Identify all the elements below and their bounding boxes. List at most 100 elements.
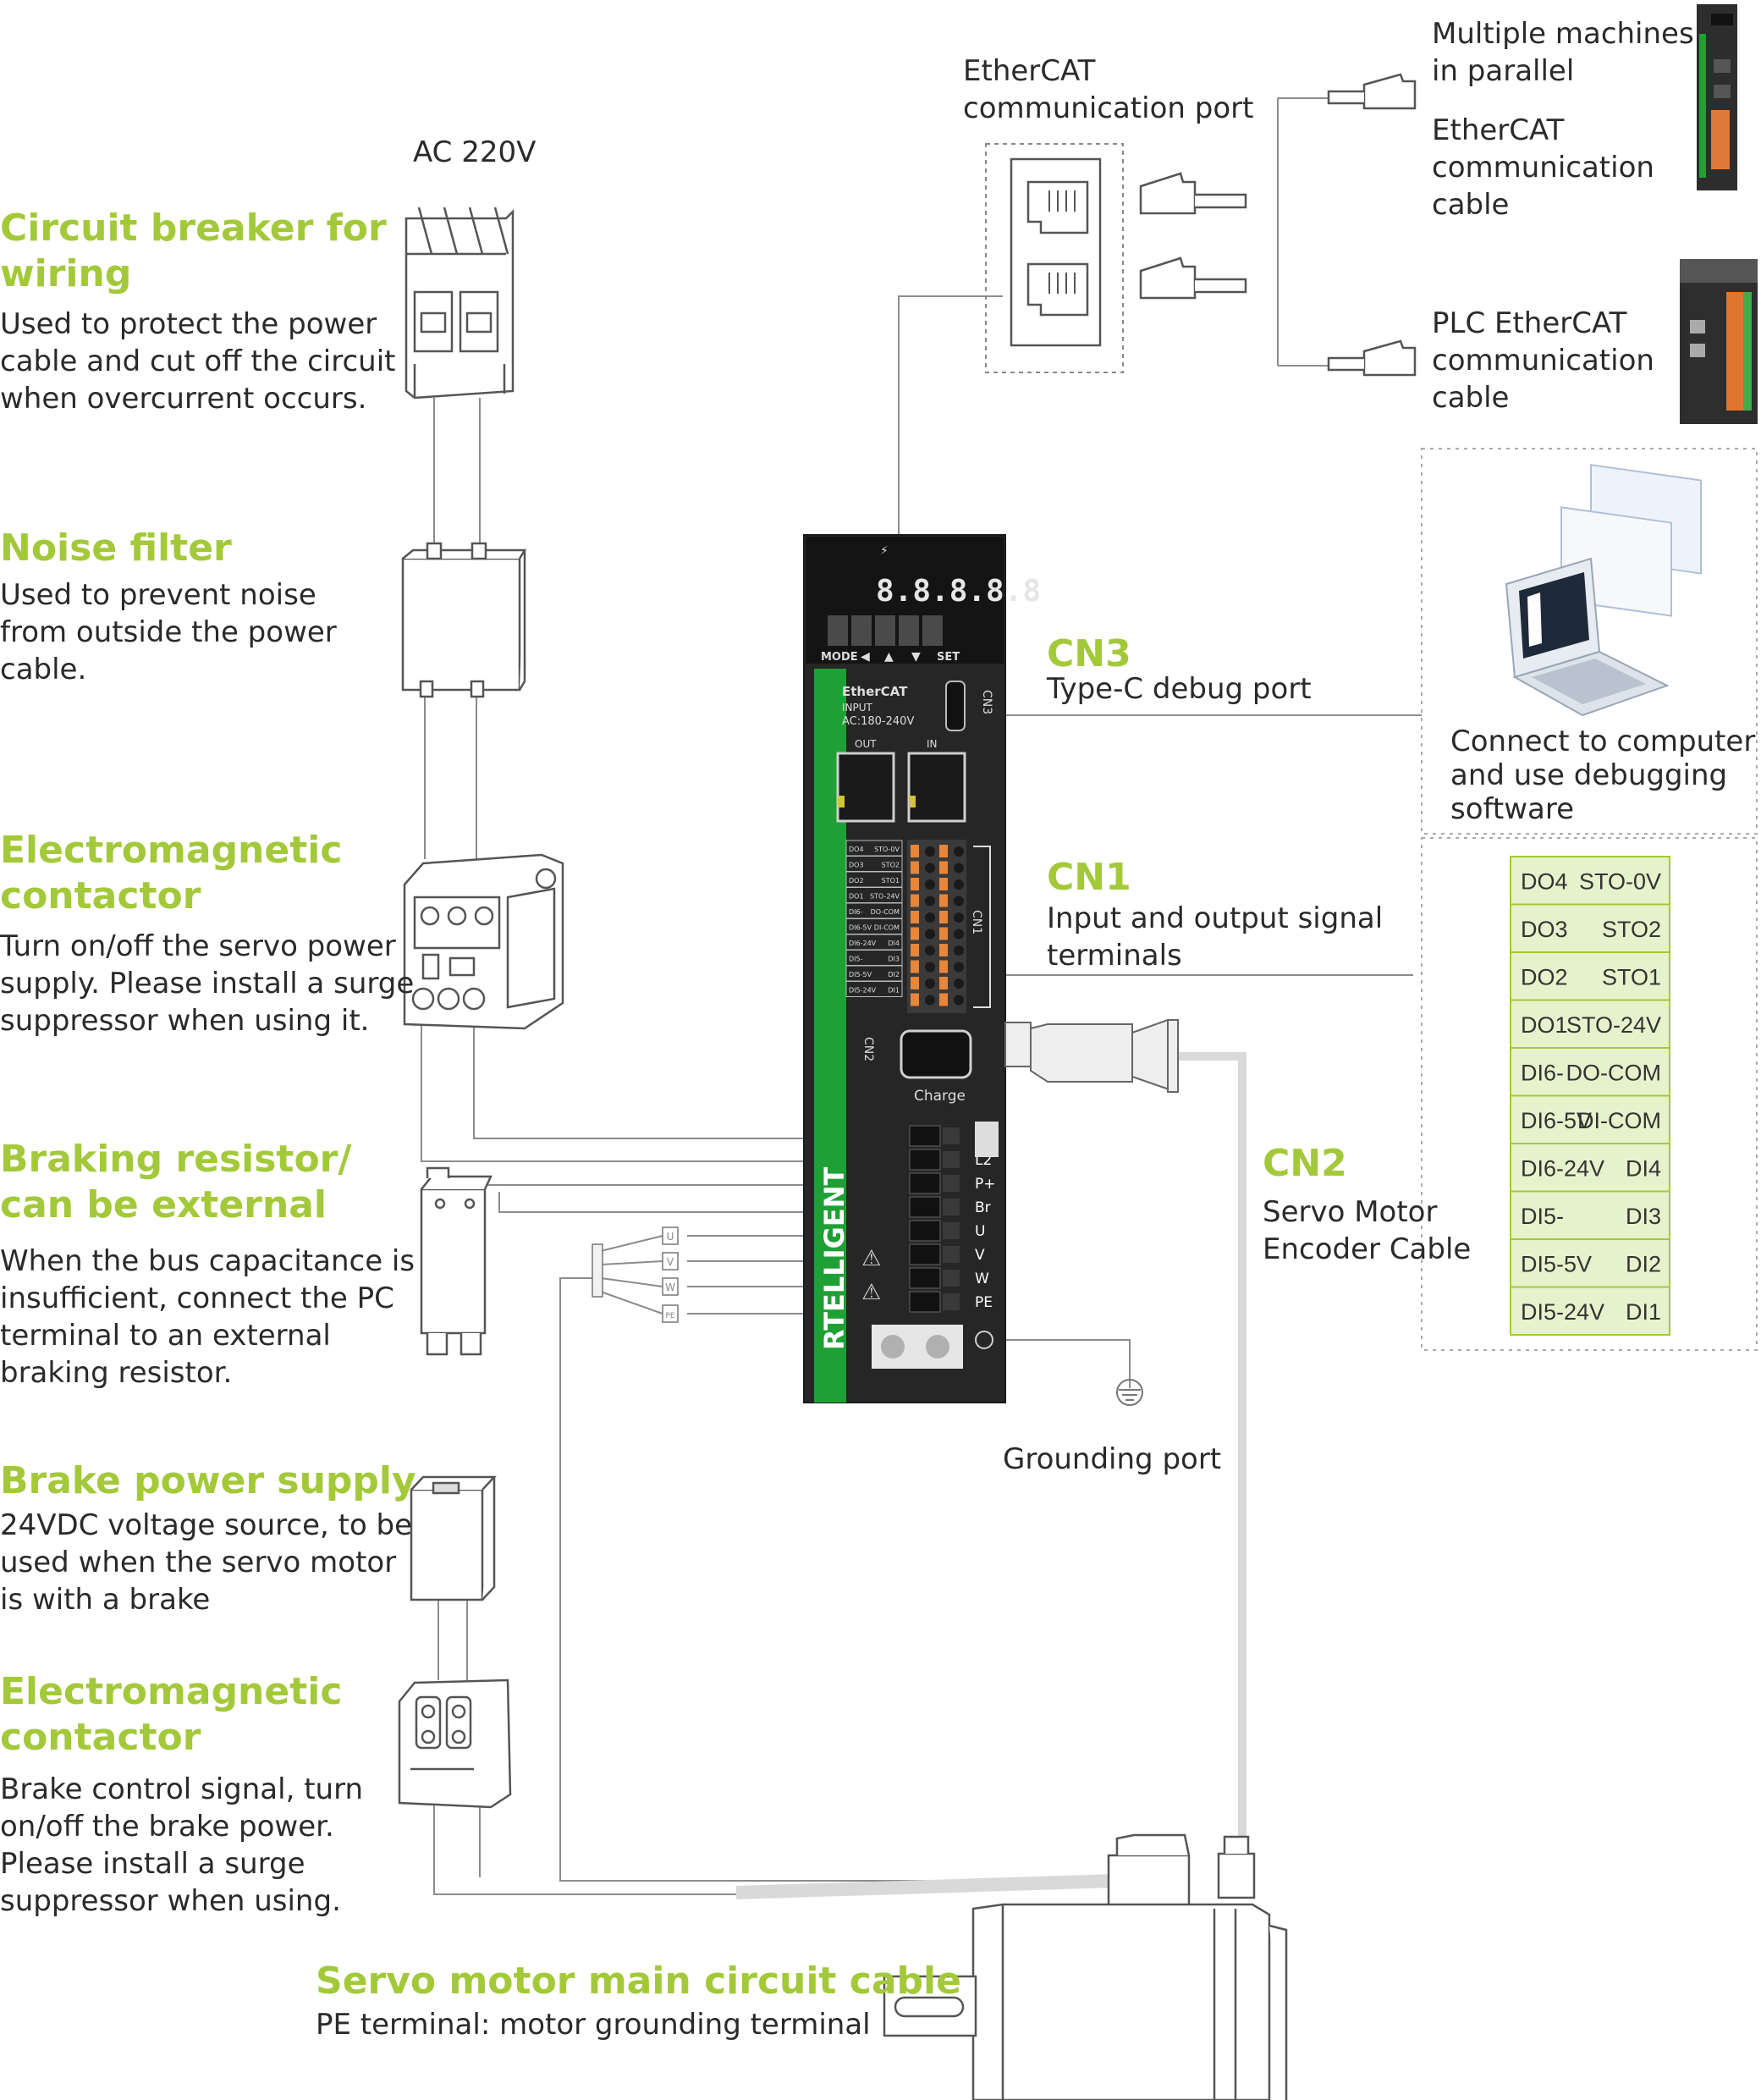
- cn2-port[interactable]: [900, 1029, 972, 1079]
- rj45-plug-icon: [1139, 73, 1417, 377]
- power-terminal-slot[interactable]: [909, 1220, 941, 1242]
- power-terminal-screw: [943, 1151, 960, 1168]
- cn3-desc: Type-C debug port: [1047, 672, 1312, 706]
- drive-key-5[interactable]: [922, 615, 943, 646]
- pin-row: [1510, 951, 1670, 1001]
- cn1-pin-hole: [925, 912, 935, 923]
- cn1-release-tab: [911, 878, 919, 890]
- svg-text:⚠: ⚠: [861, 1246, 881, 1271]
- mini-pin-left: DO1: [849, 893, 864, 901]
- brake-power-desc: 24VDC voltage source, to be used when th…: [0, 1508, 413, 1617]
- pin-left: DI6-24V: [1521, 1155, 1604, 1181]
- cn1-release-tab: [939, 911, 948, 923]
- cn1-pins: [911, 845, 964, 1006]
- mini-pin-left: DI5-5V: [849, 971, 872, 978]
- wiring: [421, 97, 1422, 1895]
- power-terminal-screw: [943, 1246, 960, 1263]
- drive-key-1[interactable]: [828, 615, 848, 646]
- cn1-pin-hole: [954, 929, 964, 940]
- ethercat-port-box: [985, 143, 1124, 373]
- drive-brand-ac: AC:180-240V: [842, 715, 914, 728]
- cn1-release-tab: [911, 977, 919, 989]
- cn1-pin-hole: [925, 879, 935, 890]
- charge-label: Charge: [914, 1088, 966, 1105]
- drive-key-3[interactable]: [875, 615, 895, 646]
- cn1-pin-hole: [954, 945, 964, 956]
- cn1-pin-hole: [925, 945, 935, 956]
- contactor-desc: Turn on/off the servo power supply. Plea…: [0, 929, 415, 1038]
- cn1-release-tab: [911, 927, 919, 940]
- pin-left: DO1: [1521, 1012, 1568, 1038]
- drive-display: 8.8.8.8.8: [876, 574, 1041, 609]
- power-cable: [735, 1874, 1118, 1899]
- pin-row: [1510, 903, 1670, 953]
- pin-row: [1510, 999, 1670, 1049]
- power-terminal-slot[interactable]: [909, 1149, 941, 1171]
- mini-pin-right: DI3: [888, 956, 900, 963]
- cn1-pin-hole: [925, 896, 935, 907]
- cn1-release-tab: [939, 960, 948, 973]
- power-terminal-screw: [943, 1222, 960, 1239]
- breaker-title: Circuit breaker for wiring: [0, 207, 387, 295]
- pin-right: DO-COM: [1566, 1060, 1661, 1085]
- cn3-typec-port[interactable]: [945, 681, 966, 731]
- cn1-release-tab: [939, 878, 948, 890]
- cn3-title: CN3: [1047, 632, 1131, 675]
- power-terminal-slot[interactable]: [909, 1125, 941, 1147]
- ethercat-out-port[interactable]: [836, 752, 895, 823]
- pin-right: DI2: [1626, 1251, 1661, 1276]
- ground-icon: [1116, 1379, 1143, 1406]
- power-terminal-label: Br: [975, 1199, 991, 1216]
- power-terminal-label: V: [975, 1247, 985, 1264]
- cn1-pin-hole: [954, 962, 964, 973]
- plc-cable-label: PLC EtherCAT communication cable: [1432, 306, 1654, 415]
- pin-right: DI1: [1626, 1299, 1661, 1325]
- phase-label-v: V: [667, 1256, 674, 1268]
- ethercat-in-port[interactable]: [907, 752, 966, 823]
- svg-text:⚡: ⚡: [880, 544, 889, 558]
- power-terminal-screw: [943, 1199, 960, 1215]
- power-terminal-slot[interactable]: [909, 1243, 941, 1265]
- key-label-down: ▼: [911, 650, 921, 664]
- drive-key-4[interactable]: [899, 615, 919, 646]
- machine-drive-icon: [1697, 4, 1737, 190]
- mini-pin-left: DO3: [849, 862, 864, 869]
- cn1-pin-hole: [925, 846, 935, 857]
- resistor-icon: [420, 1166, 493, 1356]
- grounding-label: Grounding port: [1003, 1442, 1222, 1476]
- cn1-release-tab: [939, 993, 948, 1006]
- servo-motor-icon: [883, 1833, 1288, 2100]
- power-terminal-slot[interactable]: [909, 1196, 941, 1218]
- drive-key-2[interactable]: [851, 615, 872, 646]
- port-label-out: OUT: [855, 738, 877, 750]
- mini-pin-left: DI6-5V: [849, 924, 872, 932]
- mini-pin-right: STO1: [882, 877, 900, 885]
- resistor-desc: When the bus capacitance is insufficient…: [0, 1244, 415, 1390]
- key-label-mode: MODE: [821, 651, 858, 664]
- encoder-cable: [1176, 1052, 1246, 1854]
- cn1-release-tab: [911, 944, 919, 956]
- power-terminal-slot[interactable]: [909, 1291, 941, 1313]
- power-terminal-label: U: [975, 1223, 985, 1240]
- pin-left: DO3: [1521, 917, 1568, 942]
- pin-right: STO-0V: [1579, 868, 1661, 894]
- power-terminal-screw: [943, 1293, 960, 1310]
- power-terminal-screw: [943, 1175, 960, 1192]
- motor-cable-desc: PE terminal: motor grounding terminal: [316, 2008, 871, 2042]
- phase-label-w: W: [665, 1281, 675, 1293]
- cn1-pin-hole: [925, 962, 935, 973]
- mini-pin-left: DI6-24V: [849, 940, 877, 947]
- pin-right: DI3: [1626, 1204, 1661, 1229]
- cn1-pin-hole: [954, 879, 964, 890]
- pin-left: DI6-5V: [1521, 1108, 1592, 1133]
- power-terminal-slot[interactable]: [909, 1172, 941, 1194]
- power-terminal-slot[interactable]: [909, 1267, 941, 1289]
- mini-pin-right: DI-COM: [874, 924, 900, 932]
- cn1-pin-hole: [954, 978, 964, 989]
- key-label-set: SET: [937, 651, 960, 664]
- brake-power-icon: [410, 1475, 497, 1601]
